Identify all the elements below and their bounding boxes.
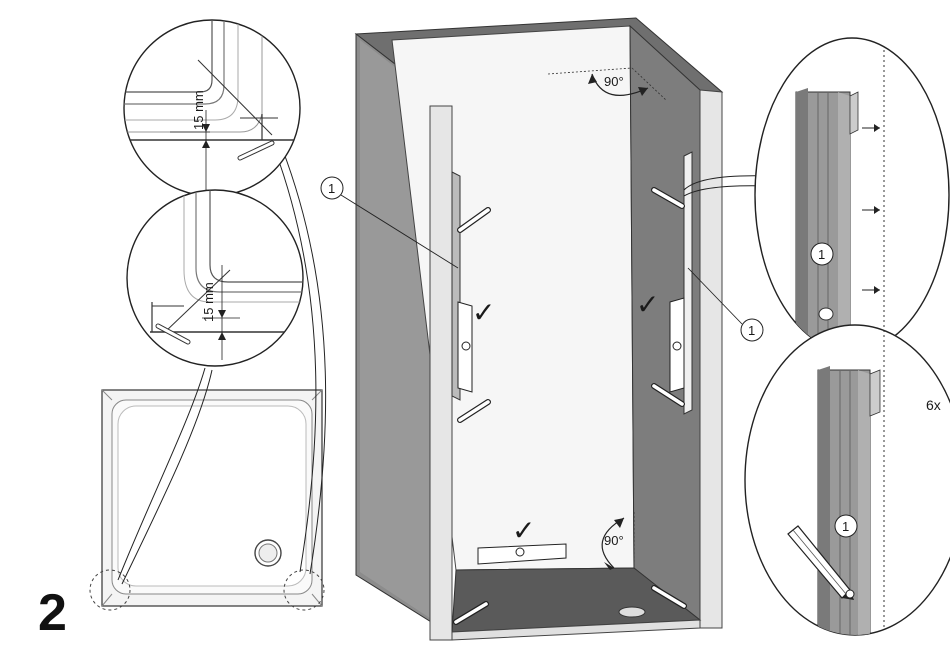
svg-text:1: 1 (748, 323, 755, 338)
detail-oval-upper: 1 (755, 38, 949, 360)
angle-label-bottom: 90° (604, 533, 624, 548)
svg-text:1: 1 (842, 519, 849, 534)
angle-label-top: 90° (604, 74, 624, 89)
spirit-level-left (458, 302, 472, 392)
floor-drain-icon (619, 607, 645, 617)
detail-oval-lower: 1 6x (745, 325, 950, 640)
detail-circle-middle: 15 mm (127, 190, 310, 366)
step-number: 2 (38, 584, 67, 642)
drain-icon (255, 540, 281, 566)
spirit-level-right (670, 298, 684, 392)
count-label: 6x (926, 397, 941, 413)
gap-label-top: 15 mm (191, 90, 206, 130)
svg-text:1: 1 (328, 181, 335, 196)
shower-enclosure: ✓ ✓ ✓ 90° 90° 1 1 (321, 18, 763, 640)
check-mark-right: ✓ (636, 289, 659, 320)
gap-label-middle: 15 mm (201, 282, 216, 322)
check-mark-floor: ✓ (512, 515, 535, 546)
detail-circle-top: 15 mm (124, 20, 300, 196)
svg-text:1: 1 (818, 247, 825, 262)
check-mark-left: ✓ (472, 297, 495, 328)
